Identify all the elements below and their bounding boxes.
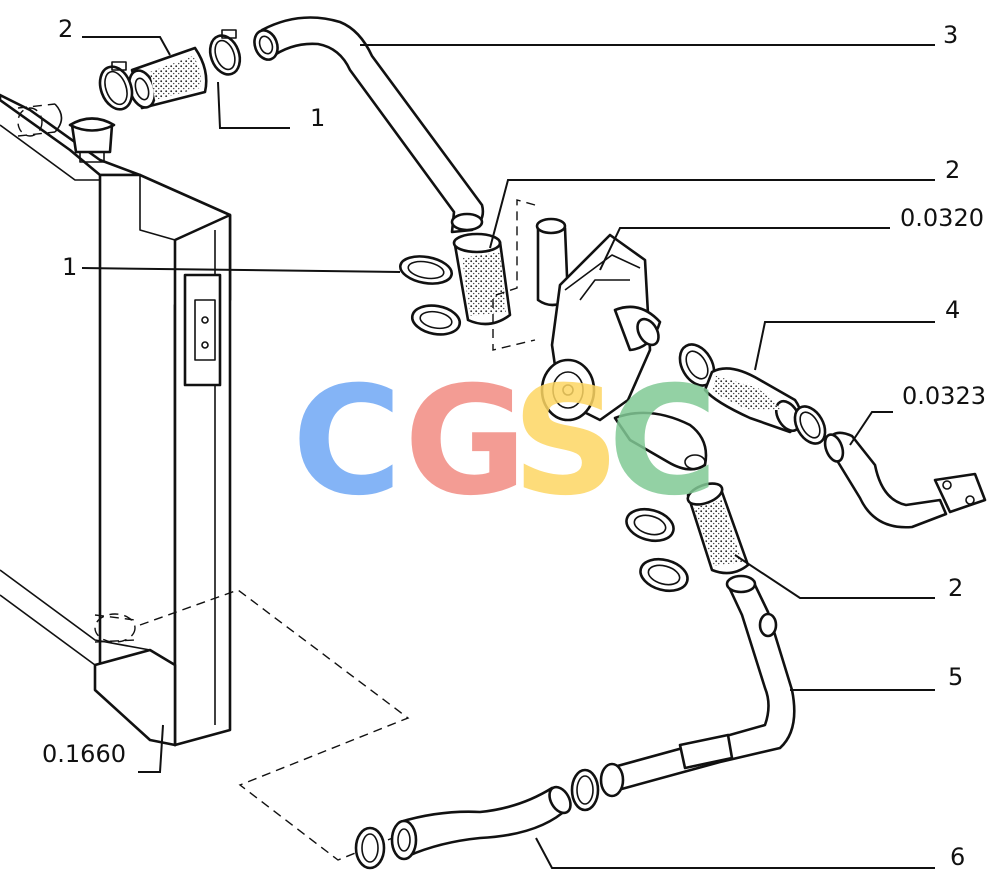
hidden-line-pump xyxy=(492,199,536,351)
watermark-letter-g: G xyxy=(404,355,527,529)
callout-2-top-left: 2 xyxy=(58,15,73,43)
watermark-letter-c1: C xyxy=(292,355,402,529)
hose-2-top-left xyxy=(127,46,208,110)
hose-6 xyxy=(390,785,572,861)
water-pump xyxy=(535,217,708,471)
callout-00320: 0.0320 xyxy=(900,204,984,232)
callout-5: 5 xyxy=(948,663,963,691)
clamp-6-left xyxy=(354,826,386,870)
pipe-00323 xyxy=(823,431,987,529)
clamp-4-left xyxy=(678,343,716,387)
clamp-top-left-a xyxy=(98,61,134,111)
pipe-5 xyxy=(599,574,796,798)
hose-2-lower xyxy=(686,482,750,575)
callout-6: 6 xyxy=(950,843,965,871)
hose-2-upper xyxy=(452,232,512,326)
callout-4: 4 xyxy=(945,296,960,324)
clamp-mid-2 xyxy=(410,304,462,336)
cgsc-watermark: C G S C xyxy=(292,355,718,529)
callout-1-top: 1 xyxy=(310,104,325,132)
callout-2-lower-right: 2 xyxy=(948,574,963,602)
clamp-mid-1 xyxy=(398,255,454,285)
callout-3: 3 xyxy=(943,21,958,49)
callout-01660: 0.1660 xyxy=(42,740,126,768)
clamp-6-right xyxy=(570,768,600,812)
callout-2-upper-right: 2 xyxy=(945,156,960,184)
callout-00323: 0.0323 xyxy=(902,382,986,410)
radiator xyxy=(0,93,410,861)
hose-3 xyxy=(253,16,485,234)
leader-lines xyxy=(81,36,935,869)
clamp-top-left-b xyxy=(208,29,242,76)
watermark-letter-s: S xyxy=(512,355,620,529)
clamp-4-right xyxy=(793,405,827,445)
hose-4 xyxy=(703,367,802,434)
clamp-lower-1 xyxy=(625,507,675,543)
watermark-letter-c2: C xyxy=(608,355,718,529)
callout-1-mid-left: 1 xyxy=(62,253,77,281)
clamp-lower-2 xyxy=(639,557,689,593)
